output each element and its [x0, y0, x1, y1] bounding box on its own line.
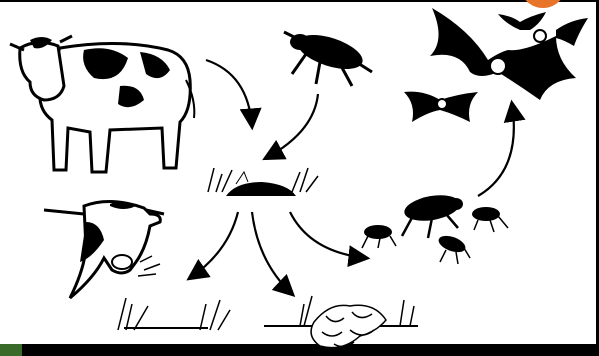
arrow-dung-to-buried: [252, 212, 292, 294]
buried-dung-icon: [264, 296, 418, 348]
grass-icon: [118, 298, 230, 330]
cow-icon: [10, 36, 194, 172]
arrow-dung-to-beetles: [290, 212, 366, 258]
dung-pat-icon: [208, 168, 318, 196]
dung-beetle-icon: [284, 28, 372, 86]
beetle-group-icon: [362, 191, 508, 264]
arrow-dung-to-grazing: [190, 212, 238, 278]
grazing-cow-icon: [44, 201, 164, 298]
arrow-beetle-to-dung: [266, 94, 318, 158]
arrow-cow-to-dung: [206, 60, 252, 126]
bat-icon: [404, 8, 588, 122]
arrow-beetles-to-bats: [478, 104, 514, 196]
